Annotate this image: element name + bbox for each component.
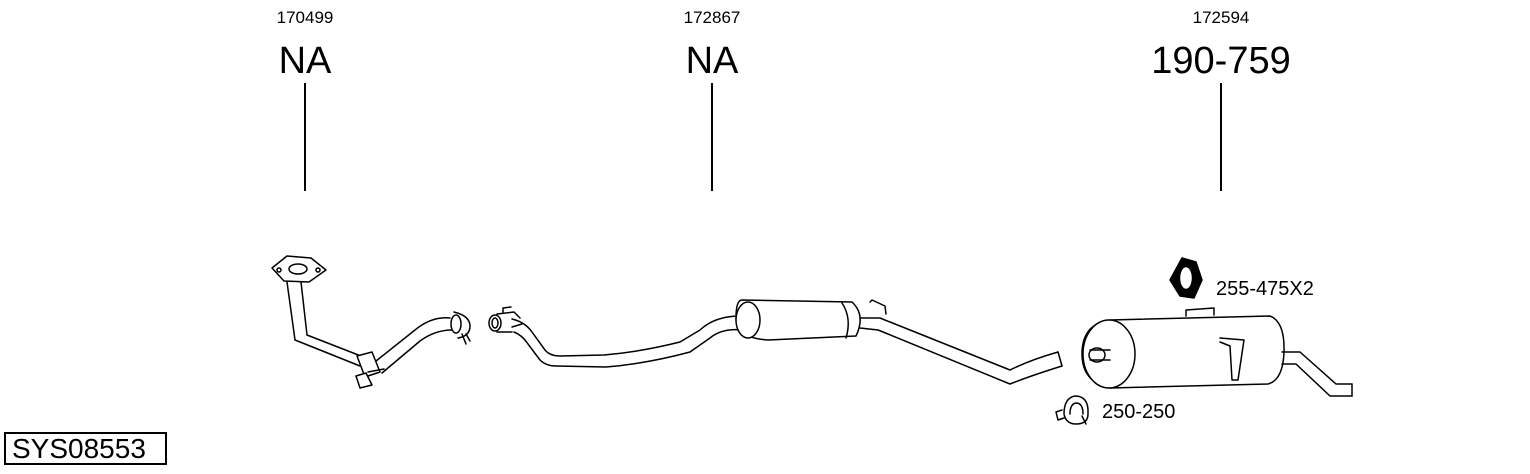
- part-code-middle-silencer: 172867: [683, 8, 741, 27]
- rubber-hanger-icon: [1169, 257, 1203, 299]
- leader-line-middle-silencer: [711, 83, 713, 191]
- leader-line-front-pipe: [304, 83, 306, 191]
- front-pipe-drawing: [271, 255, 471, 389]
- pipe-clamp-icon: [1055, 395, 1089, 425]
- part-code-rear-silencer: 172594: [1192, 8, 1250, 27]
- accessory-label-hanger: 255-475X2: [1216, 278, 1314, 300]
- part-ref-rear-silencer: 190-759: [1151, 40, 1291, 82]
- middle-silencer-drawing: [488, 299, 1063, 385]
- part-code-front-pipe: 170499: [276, 8, 334, 27]
- part-ref-front-pipe: NA: [278, 40, 332, 82]
- leader-line-rear-silencer: [1220, 83, 1222, 191]
- rear-silencer-drawing: [1081, 307, 1353, 397]
- accessory-label-clamp: 250-250: [1102, 401, 1176, 423]
- system-id-box: SYS08553: [4, 432, 167, 465]
- part-ref-middle-silencer: NA: [685, 40, 739, 82]
